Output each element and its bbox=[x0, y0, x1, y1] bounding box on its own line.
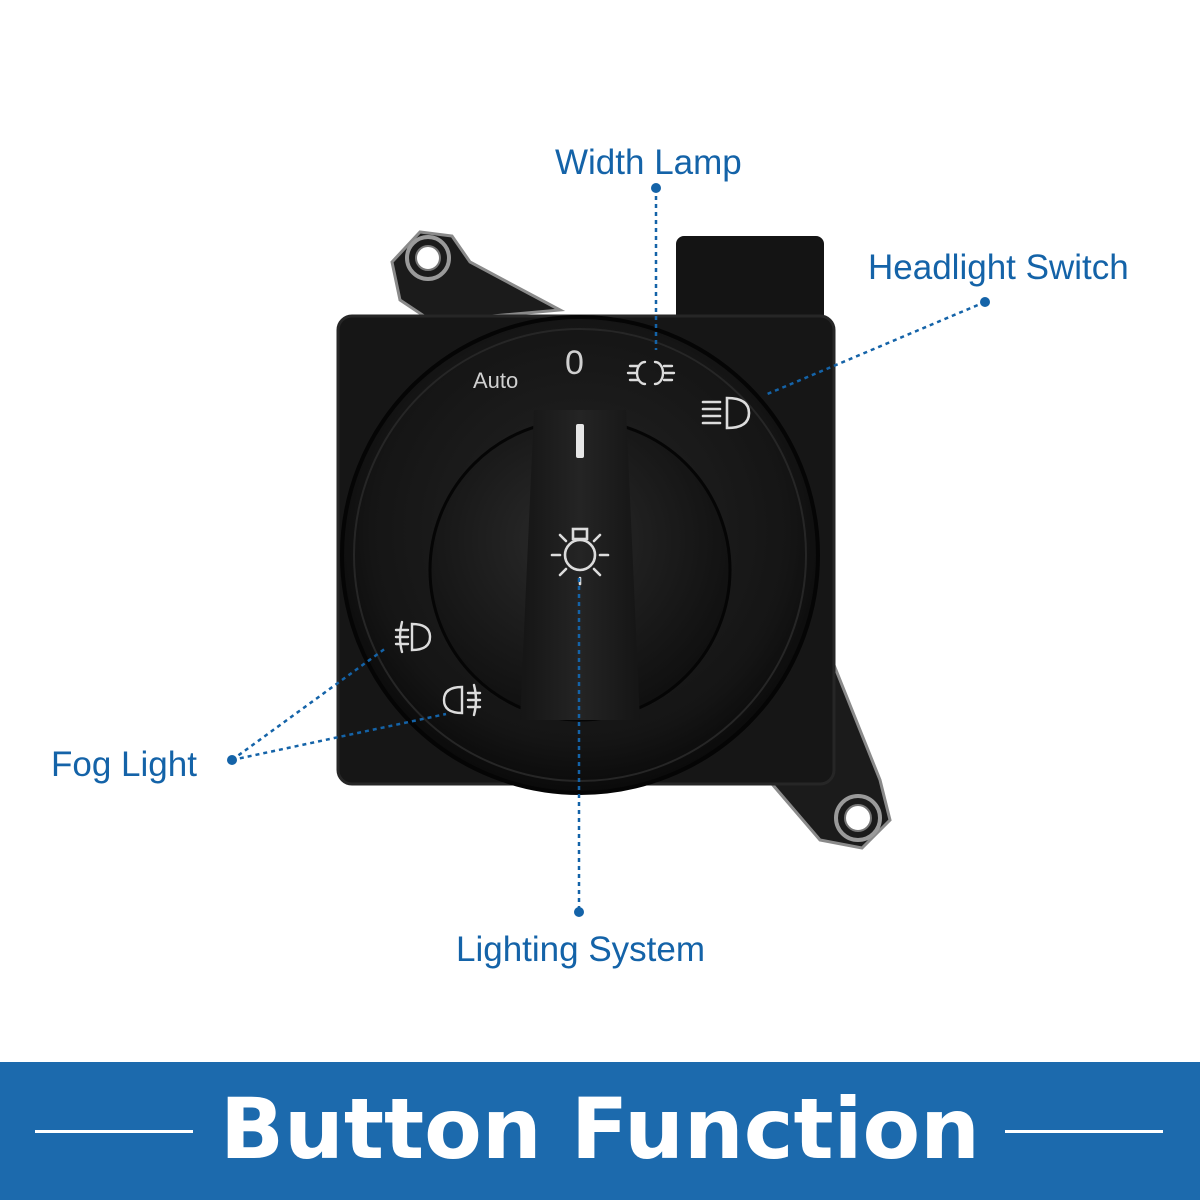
knob-indicator bbox=[576, 424, 584, 458]
dial-off-label: 0 bbox=[565, 344, 584, 382]
width-lamp-dot bbox=[651, 183, 661, 193]
callout-width-lamp: Width Lamp bbox=[555, 143, 742, 182]
fog-light-dot bbox=[227, 755, 237, 765]
knob-grip bbox=[520, 410, 640, 720]
product-illustration: Auto 0 Width Lamp Headlight Switch Fog L… bbox=[51, 143, 1129, 969]
callout-lighting-system: Lighting System bbox=[456, 930, 706, 969]
banner-rule-left bbox=[35, 1130, 193, 1133]
front-fog-light-icon bbox=[394, 620, 432, 654]
banner-title: Button Function bbox=[220, 1080, 980, 1178]
width-lamp-icon bbox=[626, 360, 676, 386]
banner-rule-right bbox=[1005, 1130, 1163, 1133]
callout-fog-light: Fog Light bbox=[51, 745, 197, 784]
lighting-system-dot bbox=[574, 907, 584, 917]
headlight-switch-graphic: Auto 0 bbox=[227, 183, 990, 917]
mounting-bracket-top bbox=[390, 230, 566, 322]
callout-leaders bbox=[231, 188, 986, 910]
title-banner bbox=[0, 1062, 1200, 1200]
headlight-icon bbox=[701, 396, 751, 430]
dial-auto-label: Auto bbox=[473, 368, 518, 393]
rear-fog-light-icon bbox=[442, 683, 482, 717]
callout-headlight-switch: Headlight Switch bbox=[868, 248, 1129, 287]
headlight-switch-dot bbox=[980, 297, 990, 307]
